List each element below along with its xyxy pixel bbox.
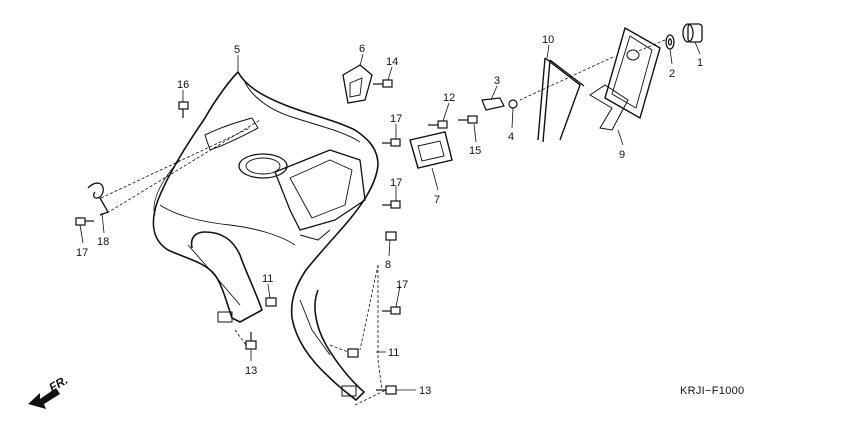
diagram-code: KRJI−F1000 xyxy=(680,385,744,397)
callout-11-upper: 11 xyxy=(262,273,273,285)
callout-17-d: 17 xyxy=(76,247,88,259)
front-direction-indicator: FR. xyxy=(28,373,70,409)
callout-10: 10 xyxy=(542,34,554,46)
clip-6 xyxy=(342,64,373,104)
callout-5: 5 xyxy=(234,44,240,56)
callout-18: 18 xyxy=(97,236,109,248)
callout-15: 15 xyxy=(469,145,481,157)
washer xyxy=(665,34,675,50)
callout-13-right: 13 xyxy=(419,385,431,397)
callout-14: 14 xyxy=(386,56,398,68)
lid-frame xyxy=(589,26,661,131)
callout-16: 16 xyxy=(177,79,189,91)
part-callouts: 1 2 3 4 5 6 7 8 9 10 11 11 12 13 13 14 1… xyxy=(76,34,703,397)
callout-1: 1 xyxy=(697,57,703,69)
knob xyxy=(682,23,703,43)
front-arrow-icon xyxy=(28,388,60,409)
callout-17-a: 17 xyxy=(390,113,402,125)
small-nuts xyxy=(265,231,397,358)
callout-2: 2 xyxy=(669,68,675,80)
callout-8: 8 xyxy=(385,259,391,271)
callout-17-b: 17 xyxy=(390,177,402,189)
callout-9: 9 xyxy=(619,149,625,161)
callout-11-lower: 11 xyxy=(388,347,399,359)
screws xyxy=(75,79,478,395)
callout-12: 12 xyxy=(443,92,455,104)
spring-hook xyxy=(87,182,109,216)
inner-cover-panel xyxy=(152,71,379,401)
callout-4: 4 xyxy=(508,131,514,143)
callout-6: 6 xyxy=(359,43,365,55)
latch-plate xyxy=(481,97,518,111)
cup-holder xyxy=(409,131,453,169)
callout-13-left: 13 xyxy=(245,365,257,377)
front-arrow-label: FR. xyxy=(47,373,71,395)
callout-7: 7 xyxy=(434,194,440,206)
handle-bracket xyxy=(537,57,585,143)
callout-3: 3 xyxy=(494,75,500,87)
leader-lines xyxy=(79,39,701,406)
callout-17-c: 17 xyxy=(396,279,408,291)
